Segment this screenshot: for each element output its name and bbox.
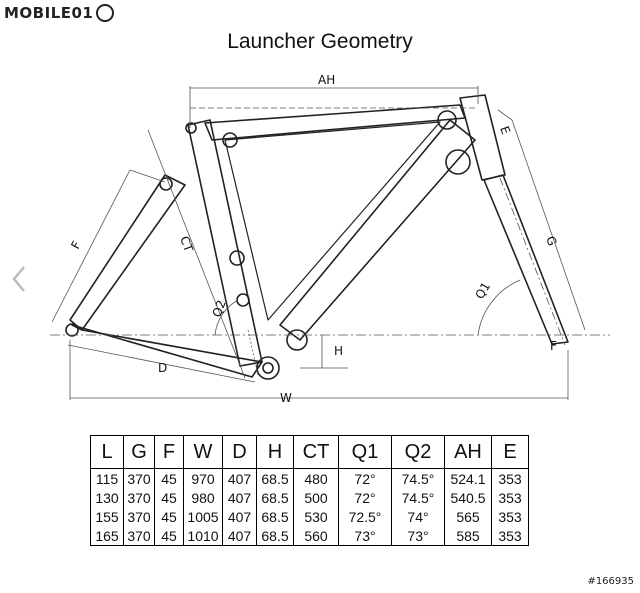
table-cell: 165 [90,526,124,546]
bottom-bracket [256,356,280,380]
label-q2: Q2 [210,298,229,319]
table-header-row: L G F W D H CT Q1 Q2 AH E [90,435,529,469]
table-cell: 73° [338,526,392,546]
table-cell: 72° [338,488,392,507]
table-cell: 130 [90,488,124,507]
label-d: D [158,361,167,375]
table-cell: 524.1 [444,468,492,488]
table-cell: 407 [222,488,257,507]
table-cell: 530 [293,507,339,526]
label-e: E [497,124,513,136]
table-cell: 73° [391,526,445,546]
ct-dimension-line [147,129,246,379]
col-header-g: G [123,435,155,469]
table-row: 155 370 45 1005 407 68.5 530 72.5° 74° 5… [90,507,529,526]
table-cell: 72.5° [338,507,392,526]
label-g: G [543,234,559,248]
logo-emblem-icon [96,4,115,22]
table-cell: 74.5° [391,468,445,488]
top-tube [204,104,466,141]
table-cell: 68.5 [256,526,294,546]
table-cell: 565 [444,507,492,526]
table-cell: 68.5 [256,507,294,526]
col-header-q1: Q1 [338,435,392,469]
label-w: W [280,391,292,405]
chevron-left-icon [12,266,25,292]
q2-angle-arc [214,299,239,336]
col-header-ah: AH [444,435,492,469]
table-cell: 970 [183,468,223,488]
site-logo: MOBILE01 [4,2,115,24]
seat-tube [187,119,263,367]
label-ah: AH [318,73,335,87]
table-cell: 370 [123,468,155,488]
col-header-d: D [222,435,257,469]
table-cell: 353 [491,468,529,488]
table-cell: 500 [293,488,339,507]
geometry-table: L G F W D H CT Q1 Q2 AH E 115 370 45 970… [90,435,529,546]
q1-angle-arc [477,279,521,336]
table-cell: 407 [222,468,257,488]
col-header-ct: CT [293,435,339,469]
col-header-w: W [183,435,223,469]
table-row: 130 370 45 980 407 68.5 500 72° 74.5° 54… [90,488,529,507]
table-cell: 72° [338,468,392,488]
table-cell: 980 [183,488,223,507]
table-cell: 45 [154,488,184,507]
label-f-fork: F [550,339,557,353]
label-f: F [68,239,84,252]
frame-geometry-drawing: AH E CT G Q1 Q2 H D W F F [50,73,610,405]
f-dimension-line [51,169,131,323]
table-cell: 560 [293,526,339,546]
table-cell: 370 [123,488,155,507]
table-cell: 45 [154,507,184,526]
table-cell: 353 [491,488,529,507]
g-dimension-line [511,119,586,331]
fork [483,174,569,345]
down-tube [279,119,476,341]
table-cell: 68.5 [256,468,294,488]
logo-text: MOBILE01 [4,4,94,22]
table-cell: 74.5° [391,488,445,507]
head-tube [459,94,506,181]
table-cell: 45 [154,526,184,546]
table-cell: 1005 [183,507,223,526]
table-cell: 353 [491,526,529,546]
table-cell: 407 [222,526,257,546]
col-header-e: E [491,435,529,469]
table-cell: 1010 [183,526,223,546]
rear-dropout [65,323,79,337]
table-cell: 74° [391,507,445,526]
table-cell: 68.5 [256,488,294,507]
table-row: 165 370 45 1010 407 68.5 560 73° 73° 585… [90,526,529,546]
table-row: 115 370 45 970 407 68.5 480 72° 74.5° 52… [90,468,529,488]
table-cell: 45 [154,468,184,488]
col-header-q2: Q2 [391,435,445,469]
image-id-watermark: #166935 [587,576,634,587]
table-cell: 115 [90,468,124,488]
table-cell: 370 [123,507,155,526]
d-dimension-line [67,344,256,383]
previous-image-button[interactable] [8,262,30,296]
col-header-h: H [256,435,294,469]
label-q1: Q1 [472,280,493,302]
table-cell: 585 [444,526,492,546]
table-cell: 370 [123,526,155,546]
chain-stay [71,324,263,378]
diagram-title: Launcher Geometry [227,30,413,53]
table-cell: 540.5 [444,488,492,507]
col-header-f: F [154,435,184,469]
table-cell: 353 [491,507,529,526]
table-cell: 407 [222,507,257,526]
table-cell: 155 [90,507,124,526]
table-cell: 480 [293,468,339,488]
label-h: H [334,344,343,358]
label-ct: CT [177,234,196,254]
col-header-l: L [90,435,124,469]
